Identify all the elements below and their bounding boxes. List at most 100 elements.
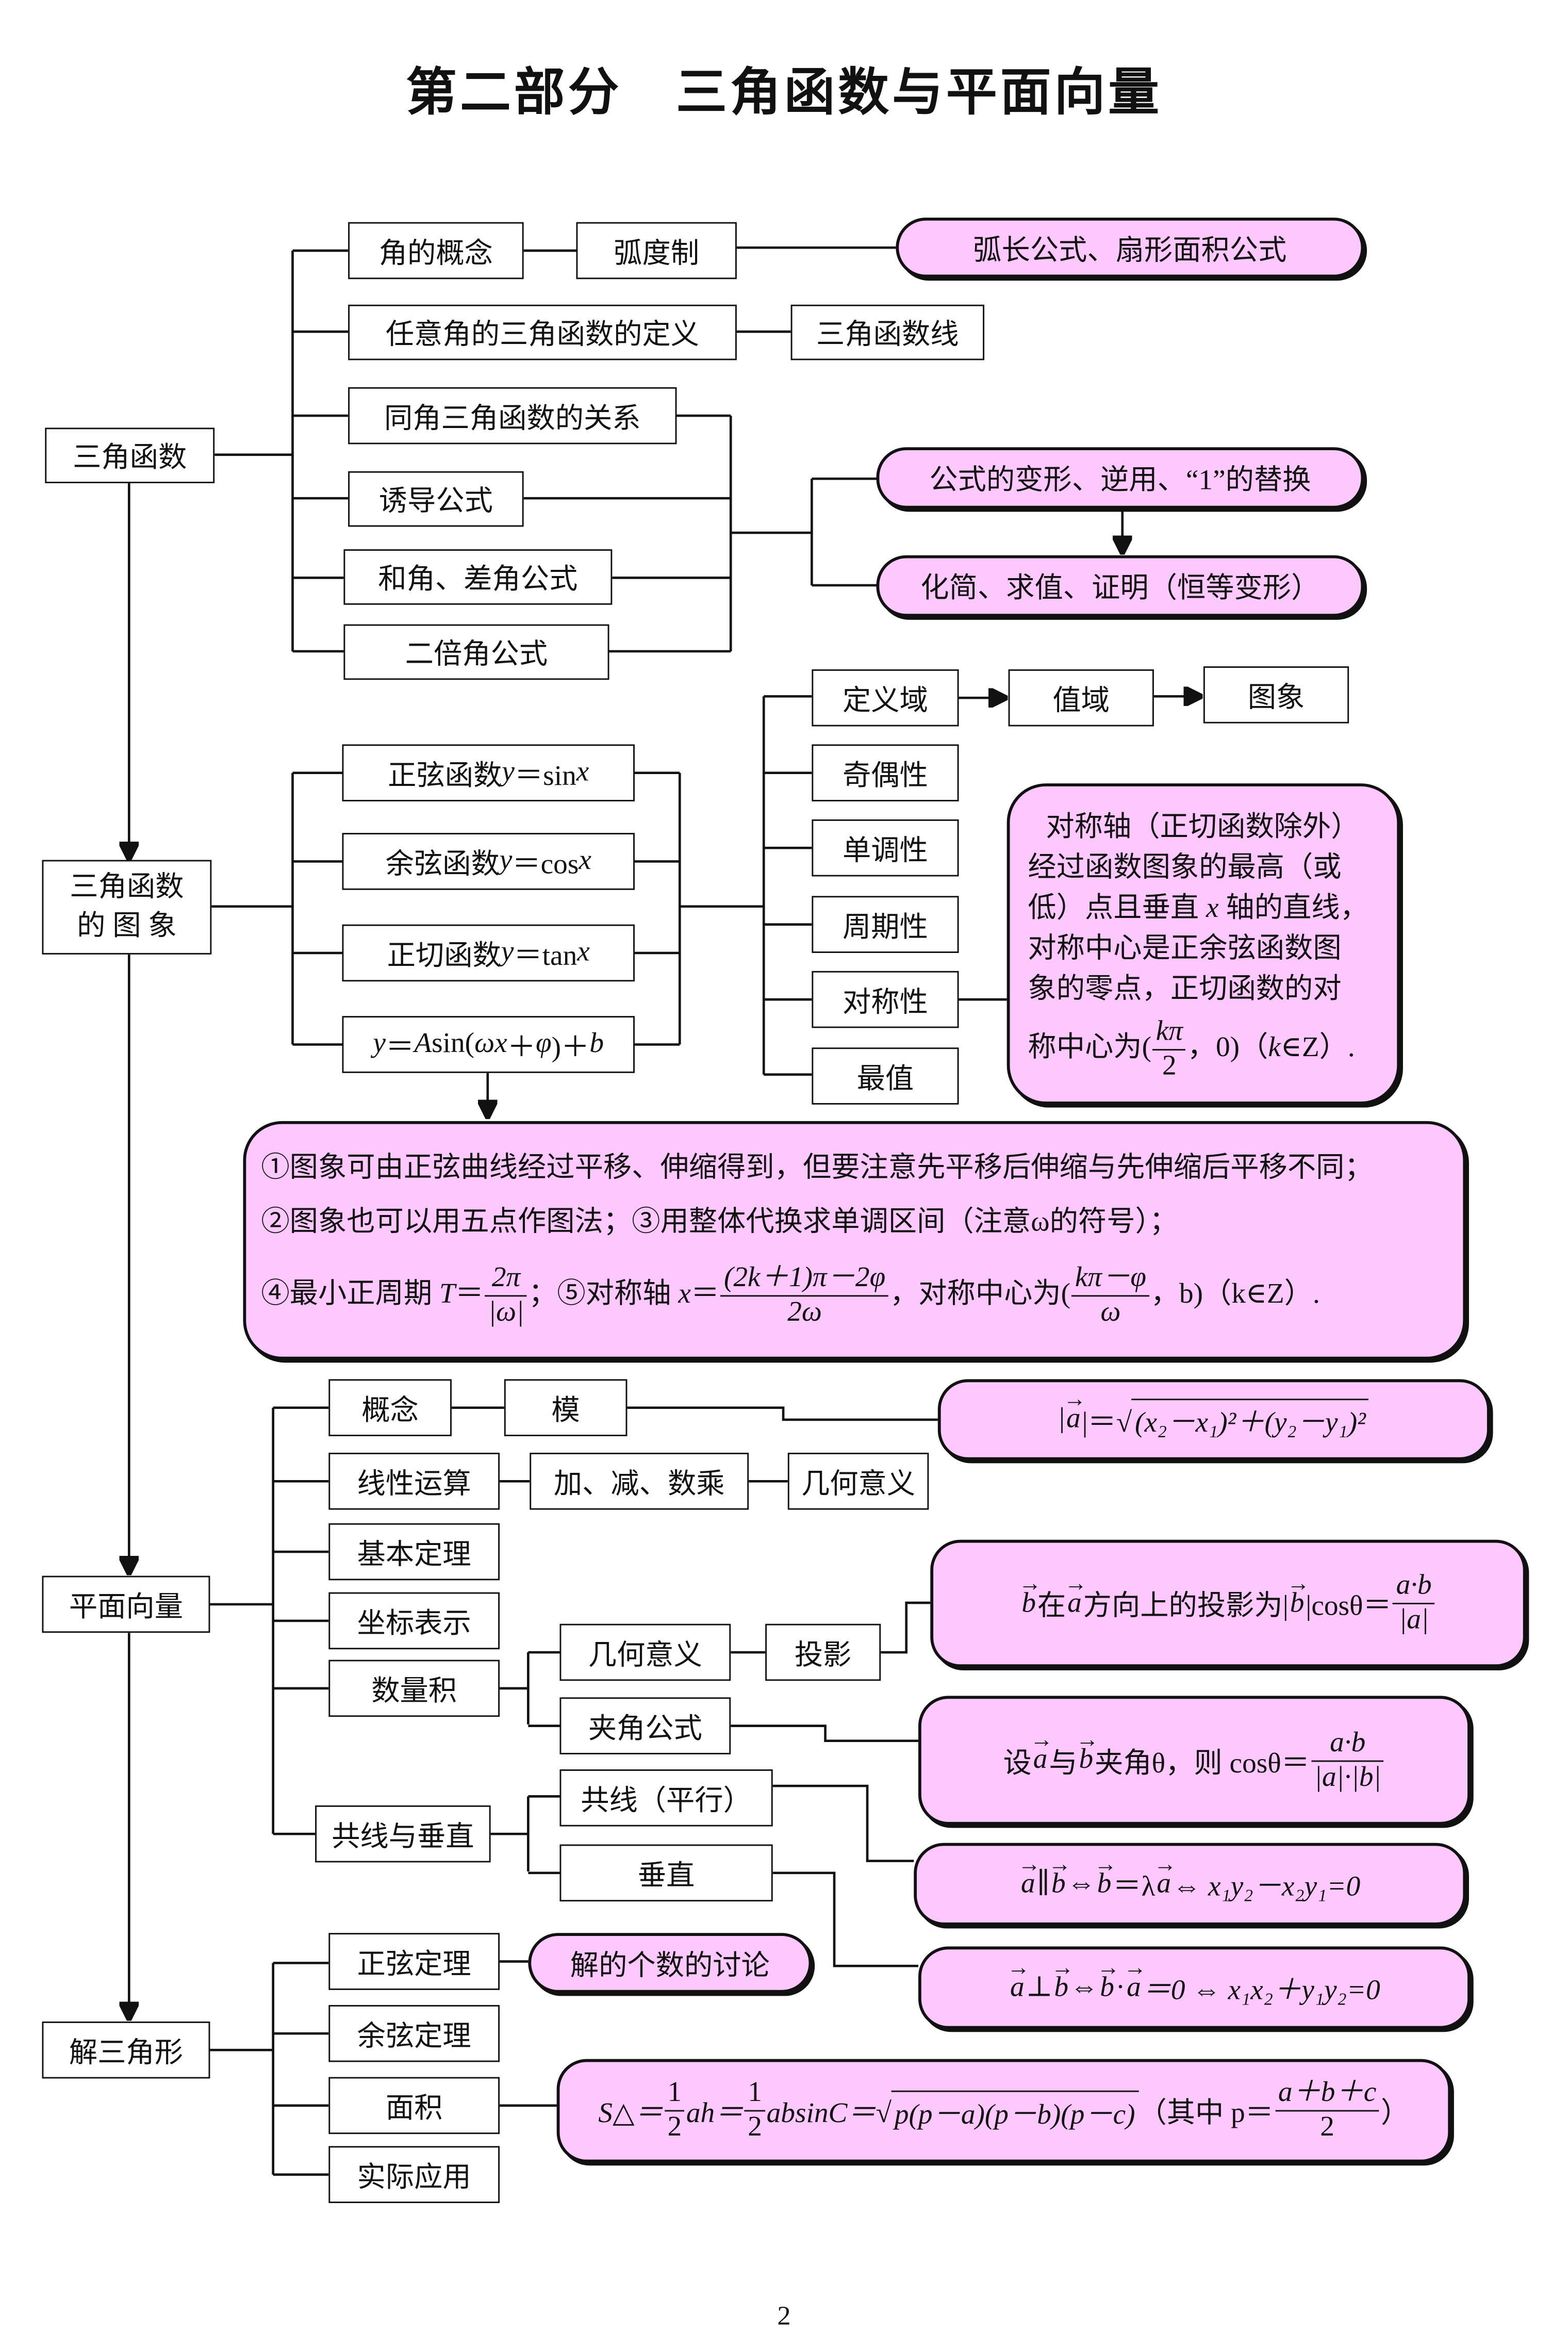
text: ，b)（k∈Z）.	[1150, 1278, 1320, 1310]
node-radian: 弧度制	[576, 222, 737, 280]
node-area: 面积	[328, 2077, 500, 2134]
node-angle-formula: 夹角公式	[559, 1697, 731, 1754]
node-basic-theorem: 基本定理	[328, 1523, 500, 1581]
var-x: x	[577, 936, 590, 968]
vector-b: b	[1097, 1955, 1118, 2004]
text: ）	[1381, 2098, 1410, 2130]
label: 正切函数	[387, 940, 501, 972]
radicand: (x₂－x₁)²＋(y₂－y₁)²	[1132, 1399, 1369, 1440]
node-coordinates: 坐标表示	[328, 1592, 500, 1650]
text: 设	[1003, 1747, 1032, 1779]
denominator: |a|·|b|	[1314, 1761, 1381, 1793]
text: ＝λ	[1113, 1871, 1156, 1903]
vector-a: a	[1030, 1728, 1052, 1777]
graph-notes: ①图象可由正弦曲线经过平移、伸缩得到，但要注意先平移后伸缩与先伸缩后平移不同； …	[243, 1121, 1466, 1360]
note-line: 对称中心是正余弦函数图	[1028, 933, 1342, 965]
page-number: 2	[777, 2301, 791, 2331]
text: 低）点且垂直	[1028, 893, 1207, 925]
var-phi: φ	[536, 1028, 552, 1060]
node-parity: 奇偶性	[812, 744, 959, 801]
denominator: 2ω	[787, 1296, 822, 1328]
node-simplify-prove: 化简、求值、证明（恒等变形）	[876, 555, 1364, 617]
var-y: y	[501, 936, 514, 968]
denominator: 2	[1162, 1050, 1177, 1082]
node-parallel-formula: a ∥ b ⇔ b ＝λa ⇔ x₁y₂－x₂y₁=0	[914, 1843, 1466, 1926]
text: ⇔ x₁y₂－x₂y₁=0	[1172, 1871, 1361, 1903]
node-tangent-function: 正切函数 y＝tan x	[342, 924, 635, 982]
text: absinC＝√	[766, 2098, 892, 2130]
node-dot-product: 数量积	[328, 1660, 500, 1717]
vector-b: b	[1048, 1852, 1070, 1901]
note-line-2: ②图象也可以用五点作图法；③用整体代换求单调区间（注意ω的符号）；	[261, 1206, 1178, 1238]
node-extremum: 最值	[812, 1047, 959, 1105]
node-sine-law: 正弦定理	[328, 1933, 500, 1990]
close: )＋	[551, 1031, 590, 1063]
var-k: k	[1268, 1032, 1281, 1064]
text: ，0)（	[1187, 1032, 1268, 1064]
fraction: a·b|a|·|b|	[1311, 1727, 1384, 1794]
text: |cosθ＝	[1306, 1590, 1392, 1622]
var-b: b	[589, 1028, 604, 1060]
var-x: x	[678, 1278, 691, 1310]
fn-text: ＝cos	[512, 848, 579, 880]
label: 正弦函数	[388, 760, 502, 792]
node-any-angle-definition: 任意角的三角函数的定义	[348, 304, 737, 360]
text: |＝√	[1082, 1407, 1132, 1439]
node-trig-lines: 三角函数线	[790, 304, 985, 360]
denominator: ω	[1100, 1296, 1121, 1328]
fn-text: ＝tan	[514, 940, 577, 972]
text: ；⑤对称轴	[529, 1278, 679, 1310]
node-angle-formula-detail: 设a与b夹角θ，则 cosθ＝a·b|a|·|b|	[918, 1696, 1471, 1825]
text: 夹角θ，则 cosθ＝	[1095, 1747, 1310, 1779]
node-sine-function: 正弦函数 y＝sin x	[342, 744, 635, 801]
node-linear-operations: 线性运算	[328, 1452, 500, 1510]
text: ④最小正周期	[261, 1278, 439, 1310]
node-range: 值域	[1008, 669, 1154, 727]
node-perpendicular: 垂直	[559, 1844, 773, 1902]
node-periodicity: 周期性	[812, 896, 959, 953]
denominator: 2	[667, 2111, 682, 2143]
node-perpendicular-formula: a ⊥ b ⇔ b · a ＝0 ⇔ x₁x₂＋y₁y₂=0	[918, 1946, 1471, 2029]
node-same-angle-relations: 同角三角函数的关系	[348, 387, 677, 445]
numerator: 2π	[485, 1262, 527, 1297]
text: ⇔	[1067, 1867, 1096, 1899]
node-solving-triangles: 解三角形	[42, 2021, 210, 2079]
text: S△＝	[598, 2098, 663, 2130]
vector-a: a	[1063, 1387, 1085, 1436]
node-trig-graphs-line2: 的 图 象	[77, 910, 177, 942]
note-line: 对称轴（正切函数除外）	[1046, 812, 1360, 844]
text: ⇔	[1069, 1971, 1099, 2003]
numerator: (2k＋1)π－2φ	[721, 1262, 889, 1297]
note-line: 象的零点，正切函数的对	[1028, 974, 1342, 1006]
node-arc-formula: 弧长公式、扇形面积公式	[896, 217, 1364, 278]
node-collinear: 共线（平行）	[559, 1769, 773, 1827]
node-vector-concept: 概念	[328, 1379, 452, 1436]
sin: sin(	[432, 1028, 475, 1060]
node-modulus-formula: |a|＝√(x₂－x₁)²＋(y₂－y₁)²	[937, 1379, 1490, 1460]
text: ＝0 ⇔ x₁x₂＋y₁y₂=0	[1142, 1975, 1380, 2007]
node-cosine-function: 余弦函数 y＝cos x	[342, 833, 635, 890]
text: |	[1059, 1403, 1065, 1435]
node-modulus: 模	[504, 1379, 628, 1436]
vector-a: a	[1018, 1852, 1039, 1901]
node-induction-formulas: 诱导公式	[348, 471, 524, 527]
fn-text: ＝sin	[514, 760, 576, 792]
text: （其中 p＝	[1138, 2098, 1274, 2130]
node-sum-difference-formulas: 和角、差角公式	[343, 549, 613, 605]
plus: ＋	[507, 1031, 536, 1063]
vector-b: b	[1076, 1728, 1098, 1777]
node-plane-vectors: 平面向量	[42, 1575, 210, 1633]
node-projection-formula: b在a方向上的投影为|b|cosθ＝a·b|a|	[930, 1539, 1526, 1668]
denominator: 2	[748, 2111, 762, 2143]
numerator: 1	[664, 2077, 685, 2112]
note-line: 低）点且垂直 x 轴的直线，	[1028, 889, 1382, 929]
node-double-angle-formulas: 二倍角公式	[343, 624, 609, 680]
var-x: x	[576, 756, 589, 788]
node-formula-transform: 公式的变形、逆用、“1”的替换	[876, 447, 1364, 509]
node-symmetry: 对称性	[812, 971, 959, 1028]
var-y: y	[499, 845, 513, 877]
